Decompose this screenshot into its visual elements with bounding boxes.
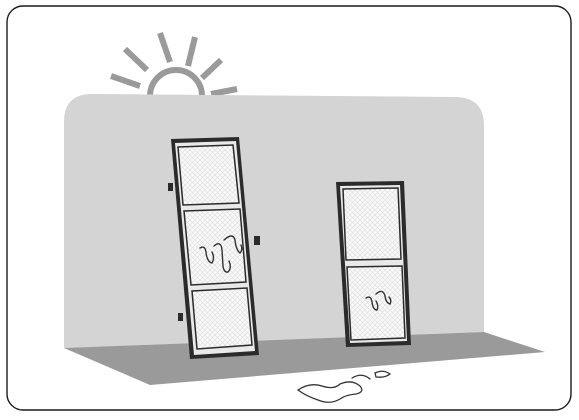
water-drip-icon — [365, 290, 392, 311]
floor — [64, 332, 545, 385]
water-puddle-icon — [296, 370, 392, 403]
left-filter-pane-bottom — [191, 287, 253, 350]
sun-arc — [147, 67, 205, 97]
right-filter-pane-bottom — [346, 265, 406, 341]
left-filter — [168, 137, 260, 359]
wall — [64, 93, 484, 348]
water-drip-icon — [199, 235, 243, 273]
right-filter-pane-top — [342, 187, 402, 261]
sun-icon — [110, 32, 238, 97]
left-filter-pane-top — [177, 144, 240, 206]
right-filter — [336, 181, 411, 347]
